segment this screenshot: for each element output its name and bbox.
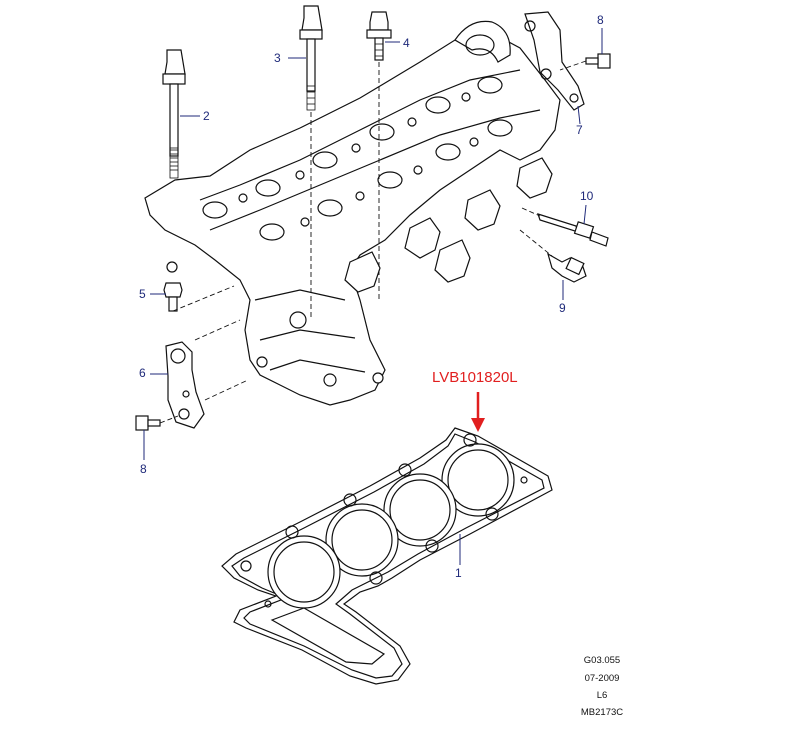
item-number-8-upper: 8 — [597, 13, 604, 27]
bracket-left — [165, 341, 205, 429]
head-bolt-short — [366, 11, 392, 61]
item-number-4: 4 — [403, 36, 410, 50]
temperature-sensor — [547, 252, 587, 283]
reference-date: 07-2009 — [584, 673, 620, 684]
exhaust-ports — [344, 157, 553, 293]
item-number-10: 10 — [580, 189, 594, 203]
head-bolt-medium — [299, 5, 323, 111]
head-gasket — [221, 427, 553, 685]
item-number-3: 3 — [274, 51, 281, 65]
callout-arrow — [471, 392, 485, 432]
item-number-8-lower: 8 — [140, 462, 147, 476]
bracket-bolt-top — [585, 53, 611, 69]
cam-saddles — [202, 76, 513, 241]
leader-lines — [143, 28, 603, 565]
item-number-1: 1 — [455, 566, 462, 580]
reference-model: L6 — [596, 690, 608, 701]
cylinder-head — [144, 20, 561, 406]
item-number-5: 5 — [139, 287, 146, 301]
item-number-9: 9 — [559, 301, 566, 315]
bolt-left-lower — [135, 415, 161, 431]
item-number-6: 6 — [139, 366, 146, 380]
bracket-top — [524, 11, 585, 111]
bolt-left — [163, 282, 183, 312]
part-number-callout: LVB101820L — [432, 369, 518, 386]
glow-plug — [537, 213, 609, 247]
head-bolt-bosses — [238, 92, 479, 227]
reference-drawing: MB2173C — [580, 707, 624, 718]
head-bolt-long — [162, 49, 186, 179]
item-number-2: 2 — [203, 109, 210, 123]
reference-code: G03.055 — [583, 655, 621, 666]
item-number-7: 7 — [576, 123, 583, 137]
